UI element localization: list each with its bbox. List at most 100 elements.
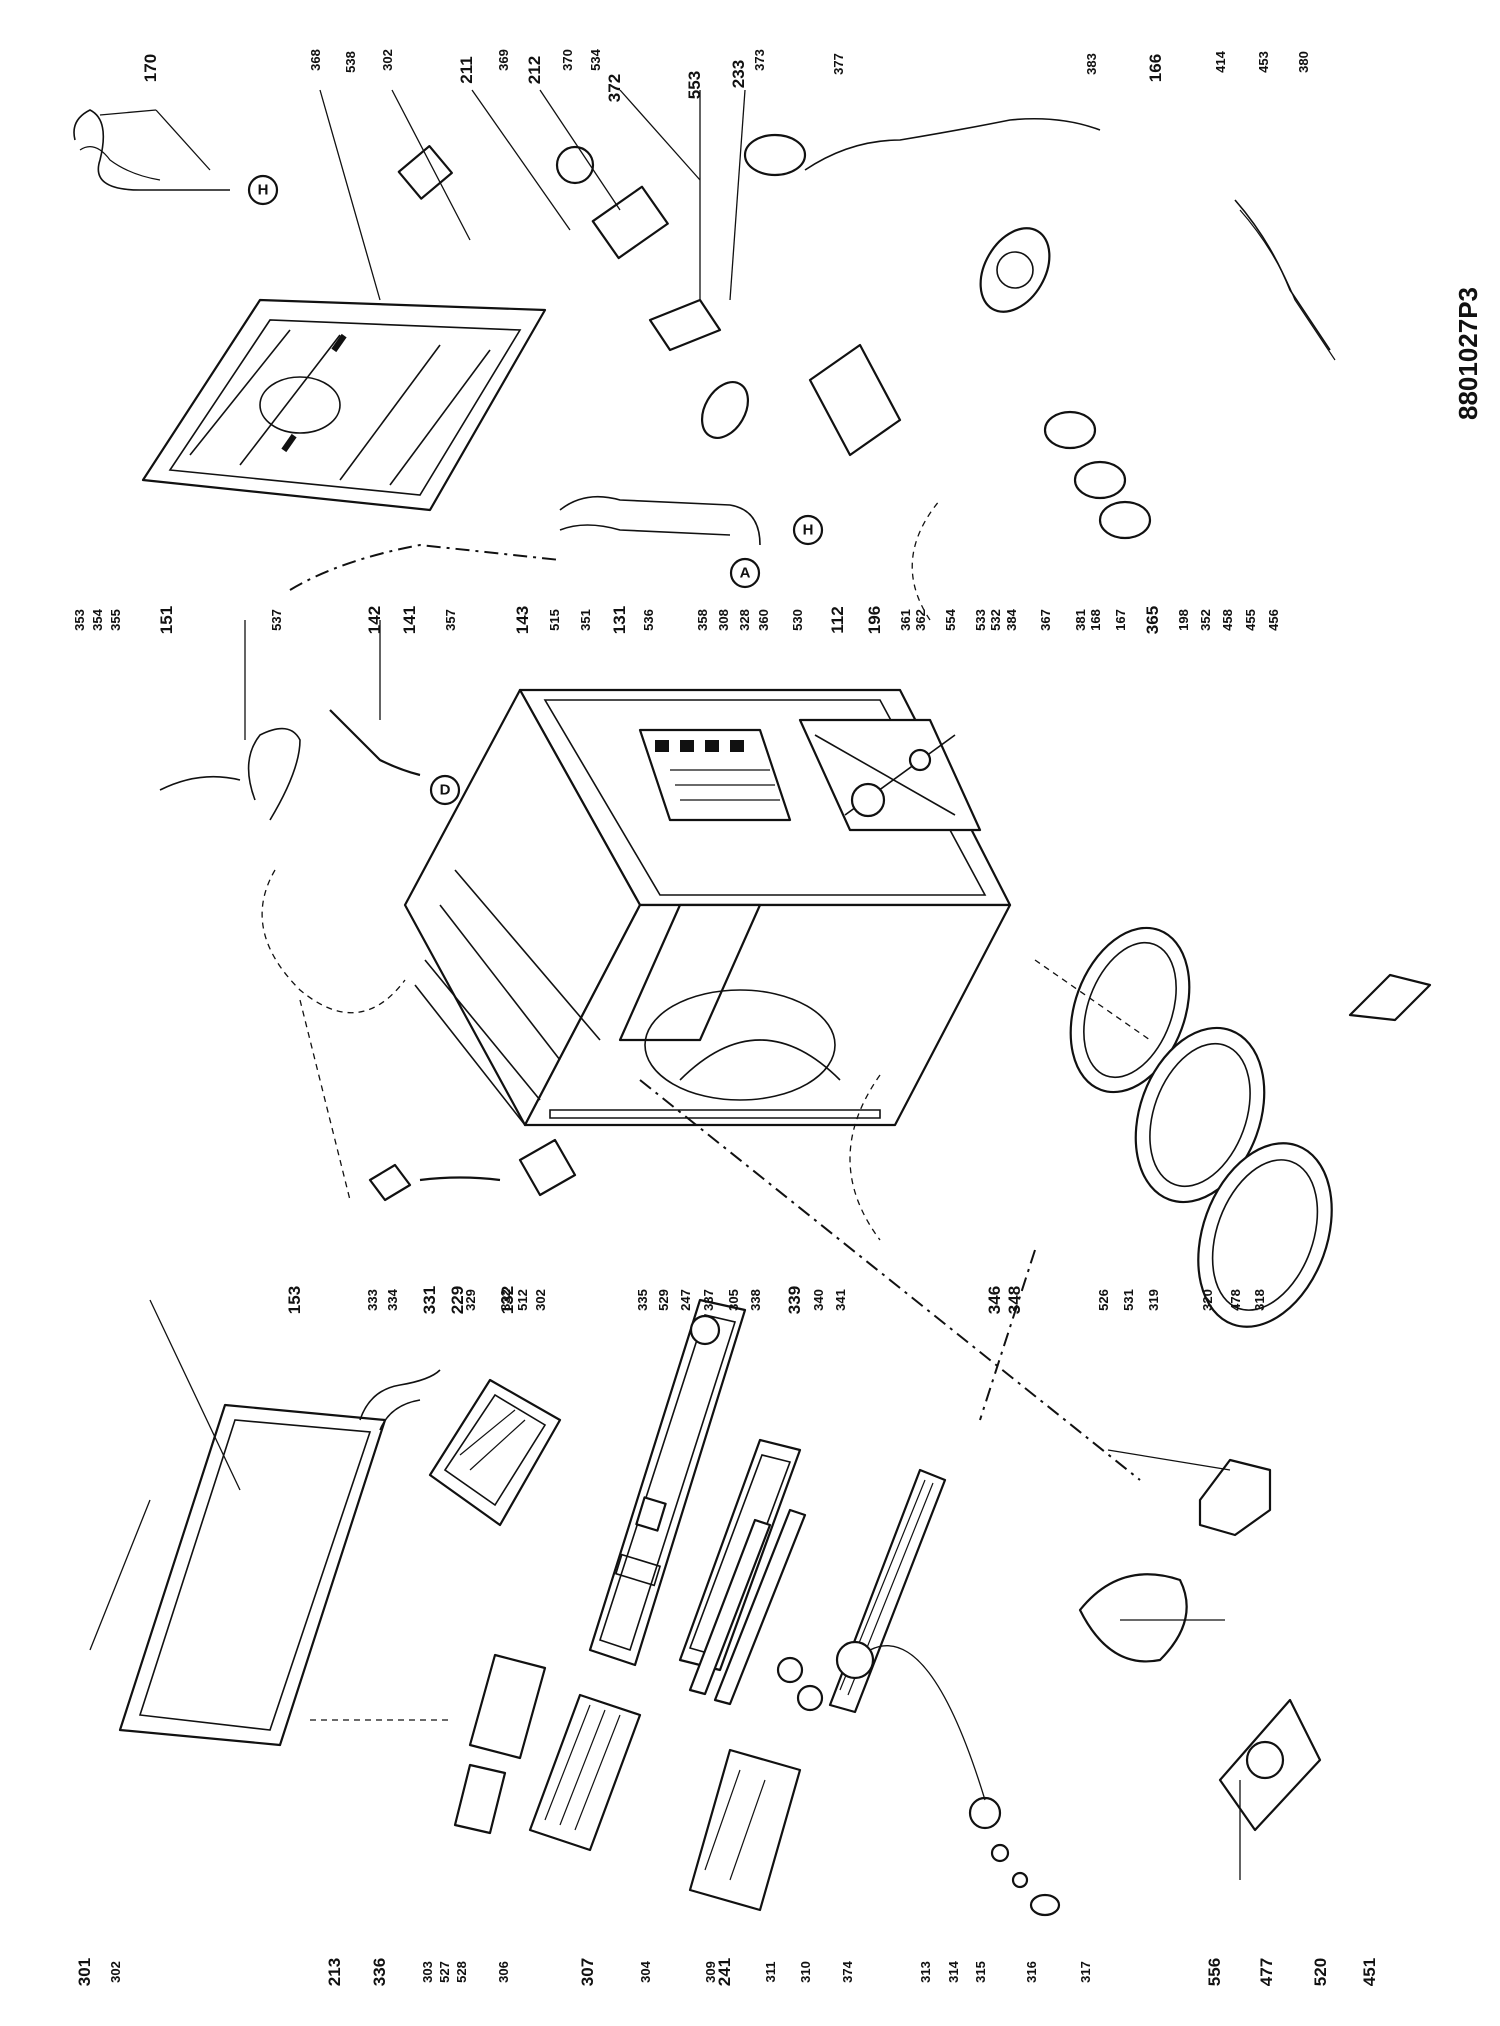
callout-label-380: 380 <box>1296 51 1311 73</box>
callout-label-143: 143 <box>513 606 532 634</box>
heater-477 <box>1078 1573 1188 1663</box>
seal-451 <box>1198 1458 1272 1537</box>
callout-label-166: 166 <box>1146 54 1165 82</box>
callout-label-339: 339 <box>785 1286 804 1314</box>
callout-label-314: 314 <box>946 1960 961 1982</box>
callout-label-301: 301 <box>75 1958 94 1986</box>
callout-label-515: 515 <box>547 609 562 631</box>
callout-label-213: 213 <box>325 1958 344 1986</box>
callout-label-337: 337 <box>701 1289 716 1311</box>
callout-label-354: 354 <box>90 608 105 630</box>
callout-label-526: 526 <box>1096 1289 1111 1311</box>
callout-leaders <box>89 89 1241 1880</box>
callout-label-520: 520 <box>1311 1958 1330 1986</box>
callout-label-332: 332 <box>498 1289 513 1311</box>
hose-151 <box>159 727 301 821</box>
callout-label-131: 131 <box>610 606 629 634</box>
callout-label-132: 132 <box>498 1286 517 1314</box>
callout-label-362: 362 <box>913 609 928 631</box>
callout-label-381: 381 <box>1073 609 1088 631</box>
callout-label-372: 372 <box>605 74 624 102</box>
callout-label-536: 536 <box>641 609 656 631</box>
callout-label-338: 338 <box>748 1289 763 1311</box>
block-538 <box>397 145 453 200</box>
connector-h-2: H <box>792 514 824 546</box>
bracket-372 <box>648 298 750 439</box>
callout-label-527: 527 <box>437 1961 452 1983</box>
callout-label-328: 328 <box>737 609 752 631</box>
callout-label-320: 320 <box>1200 1289 1215 1311</box>
callout-label-346: 346 <box>985 1286 1004 1314</box>
callout-label-311: 311 <box>763 1962 778 1983</box>
callout-label-196: 196 <box>865 606 884 634</box>
connector-h-1: H <box>247 174 279 206</box>
diagram-code: 8801027P3 <box>1453 287 1483 420</box>
callout-label-377: 377 <box>831 53 846 75</box>
callout-label-198: 198 <box>1176 609 1191 631</box>
callout-label-368: 368 <box>308 49 323 71</box>
callout-label-360: 360 <box>756 609 771 631</box>
callout-label-367: 367 <box>1038 609 1053 631</box>
connector-a-letter: A <box>740 565 751 582</box>
callout-label-529: 529 <box>656 1289 671 1311</box>
callout-label-358: 358 <box>695 609 710 631</box>
callout-label-554: 554 <box>943 608 958 630</box>
panel-strip-339 <box>688 1508 807 1706</box>
callout-label-357: 357 <box>443 609 458 631</box>
door-assembly <box>1069 926 1432 1328</box>
control-panel-fascia <box>588 1298 747 1667</box>
callout-label-302: 302 <box>380 49 395 71</box>
callout-label-247: 247 <box>678 1289 693 1311</box>
callout-label-353: 353 <box>72 609 87 631</box>
hose-537 <box>329 709 421 777</box>
callout-label-531: 531 <box>1121 1289 1136 1311</box>
callout-label-456: 456 <box>1266 609 1281 631</box>
callout-label-316: 316 <box>1024 1961 1039 1983</box>
callout-label-352: 352 <box>1198 609 1213 631</box>
connector-a: A <box>729 557 761 589</box>
callout-label-302: 302 <box>108 1961 123 1983</box>
callout-label-233: 233 <box>729 60 748 88</box>
detergent-drawer-307 <box>528 1693 642 1852</box>
callout-label-313: 313 <box>918 1961 933 1983</box>
callout-label-306: 306 <box>496 1961 511 1983</box>
callout-label-336: 336 <box>370 1958 389 1986</box>
counterweight-329 <box>368 1138 577 1202</box>
worktop-lid-301 <box>118 1403 387 1747</box>
callout-label-167: 167 <box>1113 609 1128 631</box>
pump-166 <box>979 227 1051 313</box>
connector-d: D <box>429 774 461 806</box>
callout-label-553: 553 <box>685 71 704 99</box>
heater-536 <box>559 495 761 546</box>
callout-label-458: 458 <box>1220 609 1235 631</box>
callout-label-369: 369 <box>496 49 511 71</box>
callout-label-333: 333 <box>365 1289 380 1311</box>
callout-label-331: 331 <box>420 1286 439 1314</box>
callout-label-170: 170 <box>141 54 160 82</box>
callout-label-384: 384 <box>1004 608 1019 630</box>
callout-label-307: 307 <box>578 1958 597 1986</box>
callout-label-370: 370 <box>560 49 575 71</box>
callout-label-305: 305 <box>726 1289 741 1311</box>
pump-520 <box>1218 1698 1322 1832</box>
knob-assembly <box>776 1640 1061 1917</box>
callout-label-340: 340 <box>811 1289 826 1311</box>
callout-label-318: 318 <box>1252 1289 1267 1311</box>
connector-h-1-letter: H <box>258 182 269 199</box>
valve-212 <box>555 145 669 260</box>
callout-label-151: 151 <box>157 606 176 634</box>
connector-h-2-letter: H <box>803 522 814 539</box>
callout-label-361: 361 <box>898 609 913 631</box>
callout-label-355: 355 <box>108 609 123 631</box>
callout-label-455: 455 <box>1243 609 1258 631</box>
callout-label-212: 212 <box>525 56 544 84</box>
damper-parts <box>1043 410 1152 540</box>
callout-label-303: 303 <box>420 1961 435 1983</box>
top-panel-368 <box>141 298 547 512</box>
callout-label-477: 477 <box>1257 1958 1276 1986</box>
callout-label-348: 348 <box>1005 1286 1024 1314</box>
callout-label-241: 241 <box>715 1958 734 1986</box>
